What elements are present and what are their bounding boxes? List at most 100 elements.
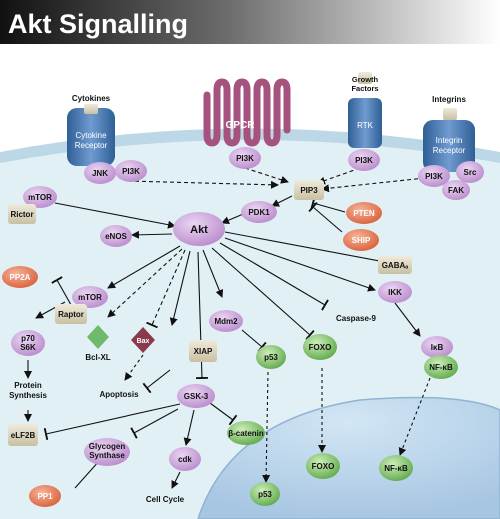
jnk-label: JNK bbox=[92, 169, 108, 178]
beta-catenin-label: β-catenin bbox=[228, 429, 264, 438]
cdk-label: cdk bbox=[178, 455, 192, 464]
cell-cycle-label: Cell Cycle bbox=[146, 495, 185, 504]
growth-factor-ligand bbox=[358, 72, 372, 84]
bax-node bbox=[131, 327, 155, 353]
ikb-node bbox=[421, 336, 453, 358]
p53-cyto-label: p53 bbox=[264, 353, 278, 362]
mtor-label: mTOR bbox=[78, 293, 102, 302]
xiap-label: XIAP bbox=[194, 347, 213, 356]
raptor-node bbox=[55, 304, 87, 324]
pp2a-node bbox=[2, 266, 38, 288]
bax-label: Bax bbox=[137, 338, 150, 345]
pdk1-label: PDK1 bbox=[248, 208, 270, 217]
gpcr-receptor: GPCR bbox=[203, 78, 291, 147]
glycogen-synthase-node bbox=[84, 438, 130, 466]
pip3-node bbox=[294, 180, 324, 200]
pdk1-node bbox=[241, 201, 277, 223]
enos-label: eNOS bbox=[105, 232, 127, 241]
gsk3-node bbox=[177, 384, 215, 408]
nfkb-nuc-node bbox=[379, 455, 413, 481]
ikb-label: IκB bbox=[431, 343, 444, 352]
mtor-top-label: mTOR bbox=[28, 193, 52, 202]
akt-node bbox=[173, 212, 225, 246]
pten-node bbox=[346, 202, 382, 224]
caspase9-label: Caspase-9 bbox=[336, 314, 377, 323]
src-label: Src bbox=[464, 168, 477, 177]
pi3k-node-4 bbox=[418, 165, 450, 187]
rictor-label: Rictor bbox=[10, 210, 33, 219]
xiap-node bbox=[189, 340, 217, 362]
p53-nuc-label: p53 bbox=[258, 490, 272, 499]
cytokines-label: Cytokines bbox=[72, 94, 111, 103]
mdm2-label: Mdm2 bbox=[214, 317, 238, 326]
gpcr-label: GPCR bbox=[226, 120, 256, 131]
foxo-cyto-node bbox=[303, 334, 337, 360]
gsk3-label: GSK-3 bbox=[184, 392, 209, 401]
integrin-ligand bbox=[443, 108, 457, 120]
pi3k-node-3 bbox=[348, 149, 380, 171]
connectors bbox=[24, 167, 431, 489]
pi3k-node-2 bbox=[229, 147, 261, 169]
nfkb-cyto-node bbox=[424, 355, 458, 379]
cdk-node bbox=[169, 447, 201, 471]
fak-label: FAK bbox=[448, 186, 464, 195]
raptor-label: Raptor bbox=[58, 310, 84, 319]
jnk-node bbox=[84, 162, 116, 184]
ship-label: SHIP bbox=[352, 236, 371, 245]
gaba-label: GABAₐ bbox=[382, 261, 409, 270]
pp1-node bbox=[29, 485, 61, 507]
pp2a-label: PP2A bbox=[10, 273, 31, 282]
ikk-node bbox=[378, 281, 412, 303]
green-nodes bbox=[227, 334, 458, 506]
nfkb-nuc-label: NF-κB bbox=[384, 464, 408, 473]
src-node bbox=[456, 161, 484, 183]
pi3k-label-4: PI3K bbox=[425, 172, 443, 181]
foxo-nuc-label: FOXO bbox=[312, 462, 335, 471]
foxo-cyto-label: FOXO bbox=[309, 343, 332, 352]
pi3k-label-2: PI3K bbox=[236, 154, 254, 163]
nfkb-cyto-label: NF-κB bbox=[429, 363, 453, 372]
eif2b-node bbox=[8, 424, 38, 446]
bclxl-label: Bcl-XL bbox=[85, 353, 110, 362]
pi3k-node-1 bbox=[115, 160, 147, 182]
p53-cyto-node bbox=[256, 345, 286, 369]
pp1-label: PP1 bbox=[37, 492, 53, 501]
tan-nodes bbox=[8, 180, 412, 446]
eif2b-label: eLF2B bbox=[11, 431, 36, 440]
page-title: Akt Signalling bbox=[8, 9, 188, 39]
akt-label: Akt bbox=[190, 224, 208, 236]
ikk-label: IKK bbox=[388, 288, 402, 297]
red-nodes bbox=[2, 202, 382, 507]
fak-node bbox=[442, 180, 470, 200]
cytokine-ligand bbox=[84, 104, 98, 114]
title-banner bbox=[0, 0, 500, 44]
mdm2-node bbox=[209, 310, 243, 332]
gaba-node bbox=[378, 256, 412, 274]
rtk-label: RTK bbox=[357, 121, 374, 130]
rictor-node bbox=[8, 204, 36, 224]
pi3k-label-1: PI3K bbox=[122, 167, 140, 176]
mtor-top-node bbox=[23, 186, 57, 208]
pip3-label: PIP3 bbox=[300, 186, 318, 195]
apoptosis-label: Apoptosis bbox=[99, 390, 139, 399]
bclxl-diamond bbox=[87, 325, 109, 349]
p53-nuc-node bbox=[250, 482, 280, 506]
pten-label: PTEN bbox=[353, 209, 375, 218]
beta-catenin-node bbox=[227, 421, 265, 445]
node-labels: JNK PI3K PI3K PI3K PI3K Src FAK PIP3 PDK… bbox=[9, 154, 477, 504]
pi3k-label-3: PI3K bbox=[355, 156, 373, 165]
foxo-nuc-node bbox=[306, 453, 340, 479]
integrins-label: Integrins bbox=[432, 95, 466, 104]
enos-node bbox=[100, 225, 132, 247]
rtk-receptor: RTK bbox=[348, 98, 382, 148]
ship-node bbox=[343, 229, 379, 251]
